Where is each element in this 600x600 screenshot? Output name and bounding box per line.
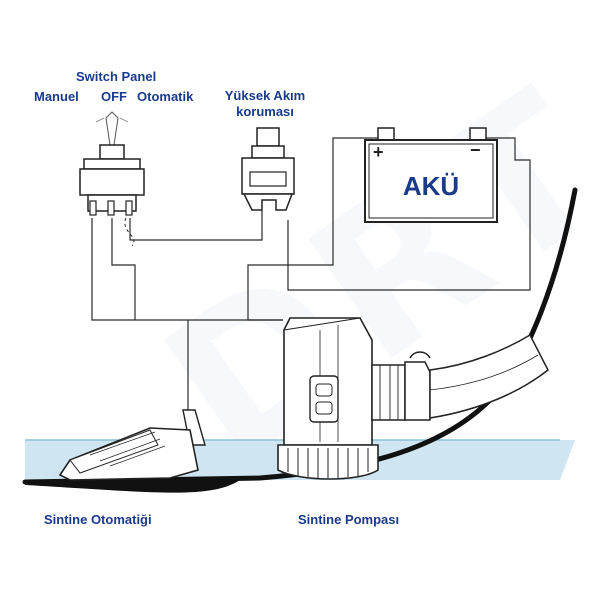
wire-dashed-otomatik xyxy=(124,217,135,247)
breaker-label-line2: koruması xyxy=(236,104,294,119)
off-label: OFF xyxy=(101,89,127,104)
float-switch xyxy=(58,409,206,481)
pump-label: Sintine Pompası xyxy=(298,512,400,527)
wire-breaker-to-switch xyxy=(129,210,263,241)
switch-panel-title: Switch Panel xyxy=(76,69,157,84)
circuit-breaker xyxy=(241,127,295,211)
float-switch-label: Sintine Otomatiği xyxy=(44,512,152,527)
breaker-label-line1: Yüksek Akım xyxy=(224,88,306,103)
otomatik-label: Otomatik xyxy=(137,89,194,104)
discharge-hose xyxy=(429,333,549,419)
manuel-label: Manuel xyxy=(34,89,79,104)
battery-plus-sign: + xyxy=(373,142,384,162)
battery xyxy=(364,127,498,223)
toggle-switch xyxy=(79,111,145,216)
hull-bottom-shadow xyxy=(25,480,240,493)
wire-otomatik xyxy=(111,218,136,320)
battery-minus-sign: − xyxy=(470,140,481,160)
battery-label: AKÜ xyxy=(402,171,460,201)
wire-battery-minus xyxy=(287,137,531,291)
bilge-pump xyxy=(277,317,431,480)
wiring xyxy=(91,137,531,410)
wire-manuel xyxy=(91,218,283,321)
